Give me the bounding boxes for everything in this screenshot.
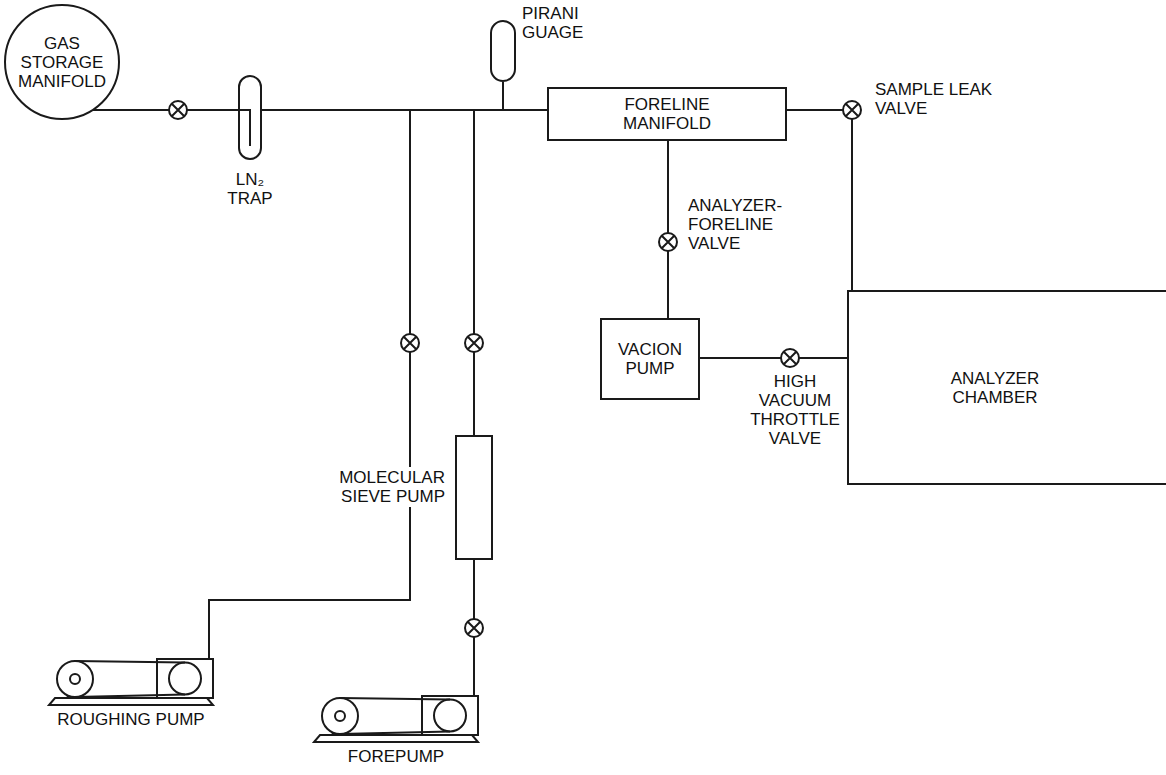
pipe-line (209, 110, 547, 659)
valve-symbol (401, 334, 419, 352)
valve-symbol (843, 101, 861, 119)
valve-symbol (465, 334, 483, 352)
pipe-line (700, 357, 847, 359)
valve-label: ANALYZER-FORELINE VALVE (688, 196, 782, 253)
pipe-line (474, 110, 547, 435)
pump-box: VACION PUMP (600, 318, 700, 400)
valve-label: HIGH VACUUM THROTTLE VALVE (750, 372, 840, 448)
capsule-outline (490, 20, 516, 82)
capsule-outline (238, 75, 262, 160)
mechanical-pump: ROUGHING PUMP (45, 655, 217, 705)
node-label: LN₂ TRAP (227, 170, 272, 208)
pipe-line (667, 141, 669, 318)
valve-symbol (465, 619, 483, 637)
node-label: FOREPUMP (348, 747, 444, 766)
node-label: VACION PUMP (618, 340, 682, 378)
pressure-gauge: PIRANI GUAGE (490, 20, 516, 82)
valve-symbol (781, 349, 799, 367)
chamber-box: ANALYZER CHAMBER (847, 290, 1166, 485)
sieve-pump: MOLECULAR SIEVE PUMP (455, 435, 493, 560)
manifold-box: FORELINE MANIFOLD (547, 87, 787, 141)
node-label: ROUGHING PUMP (57, 710, 204, 729)
node-label: MOLECULAR SIEVE PUMP (318, 467, 447, 507)
storage-vessel: GAS STORAGE MANIFOLD (4, 4, 120, 120)
valve-symbol (169, 101, 187, 119)
node-label: FORELINE MANIFOLD (623, 95, 711, 133)
node-label: PIRANI GUAGE (522, 4, 583, 42)
pump-drawing (310, 692, 482, 742)
node-label: GAS STORAGE MANIFOLD (18, 34, 106, 91)
mechanical-pump: FOREPUMP (310, 692, 482, 742)
valve-label: SAMPLE LEAK VALVE (875, 80, 1015, 118)
node-label: ANALYZER CHAMBER (951, 369, 1040, 407)
valve-symbol (659, 233, 677, 251)
cold-trap: LN₂ TRAP (238, 75, 262, 160)
pipe-line (93, 109, 238, 111)
pipe-line (503, 82, 547, 110)
pump-drawing (45, 655, 217, 705)
pipe-line (787, 110, 852, 290)
